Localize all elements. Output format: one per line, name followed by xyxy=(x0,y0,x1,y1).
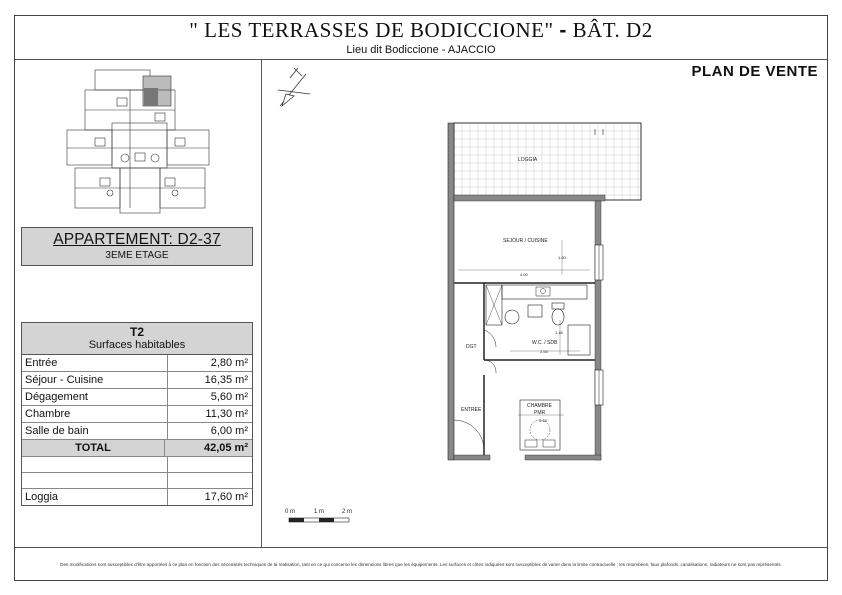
loggia-label: Loggia xyxy=(22,489,168,505)
loggia-area xyxy=(453,122,642,201)
scale-label-2: 2 m xyxy=(342,509,353,515)
row-label: Dégagement xyxy=(22,389,168,405)
page-title: " LES TERRASSES DE BODICCIONE" - BÂT. D2 xyxy=(0,18,842,43)
dim-chambre-width: 3.18 xyxy=(539,418,547,423)
surfaces-table-header: T2 Surfaces habitables xyxy=(22,323,252,355)
loggia-row: Loggia 17,60 m² xyxy=(22,489,252,505)
room-label-dgt: DGT xyxy=(466,344,477,350)
row-value: 16,35 m² xyxy=(204,374,248,386)
sheet-frame xyxy=(14,15,828,581)
room-label-loggia: LOGGIA xyxy=(518,157,538,163)
total-label: TOTAL xyxy=(22,440,165,456)
apartment-title: APPARTEMENT: D2-37 xyxy=(53,231,221,248)
row-label: Salle de bain xyxy=(22,423,168,439)
row-value: 11,30 m² xyxy=(205,408,248,420)
plan-de-vente-label: PLAN DE VENTE xyxy=(691,63,818,80)
row-value: 5,60 m² xyxy=(210,391,248,403)
apartment-floor: 3EME ETAGE xyxy=(105,250,169,261)
dim-sejour-height: 1.60 xyxy=(558,255,566,260)
blank-row xyxy=(22,457,252,473)
table-row: Séjour - Cuisine 16,35 m² xyxy=(22,372,252,389)
row-label: Entrée xyxy=(22,355,168,371)
room-label-pmr: PMR xyxy=(534,410,546,416)
scale-label-0: 0 m xyxy=(285,509,296,515)
table-row: Entrée 2,80 m² xyxy=(22,355,252,372)
dim-sejour-width: 4.00 xyxy=(520,272,528,277)
dim-wc-width: 2.53 xyxy=(540,349,548,354)
room-label-sejour: SEJOUR / CUISINE xyxy=(503,238,548,244)
total-row: TOTAL 42,05 m² xyxy=(22,440,252,457)
building-name: BÂT. D2 xyxy=(572,18,653,42)
apartment-box: APPARTEMENT: D2-37 3EME ETAGE xyxy=(21,227,253,266)
page-subtitle: Lieu dit Bodiccione - AJACCIO xyxy=(346,44,496,56)
loggia-value: 17,60 m² xyxy=(204,491,248,503)
surfaces-heading: Surfaces habitables xyxy=(88,339,186,351)
room-label-entree: ENTREE xyxy=(461,407,482,413)
floor-plan xyxy=(447,122,642,461)
apartment-type: T2 xyxy=(129,325,144,339)
row-label: Séjour - Cuisine xyxy=(22,372,168,388)
table-row: Salle de bain 6,00 m² xyxy=(22,423,252,440)
scale-label-1: 1 m xyxy=(314,509,325,515)
project-name: " LES TERRASSES DE BODICCIONE" xyxy=(189,18,554,42)
row-value: 6,00 m² xyxy=(210,425,248,437)
key-plan-building xyxy=(66,69,210,214)
row-label: Chambre xyxy=(22,406,168,422)
total-value: 42,05 m² xyxy=(203,442,248,454)
row-value: 2,80 m² xyxy=(210,357,248,369)
dim-wc-height: 1.46 xyxy=(555,330,563,335)
table-row: Chambre 11,30 m² xyxy=(22,406,252,423)
blank-row xyxy=(22,473,252,489)
left-panel-divider xyxy=(261,59,262,547)
scale-bar xyxy=(288,517,350,523)
footer-divider xyxy=(14,547,828,548)
footer-disclaimer: Des modifications sont susceptibles d'êt… xyxy=(60,562,782,567)
title-dash: - xyxy=(559,19,567,42)
table-row: Dégagement 5,60 m² xyxy=(22,389,252,406)
north-arrow-icon xyxy=(277,67,311,108)
header-divider xyxy=(14,59,828,60)
room-label-wc: W.C. / SDB xyxy=(532,340,558,346)
surfaces-table: T2 Surfaces habitables Entrée 2,80 m² Séj… xyxy=(21,322,253,506)
room-label-chambre: CHAMBRE xyxy=(527,403,553,409)
